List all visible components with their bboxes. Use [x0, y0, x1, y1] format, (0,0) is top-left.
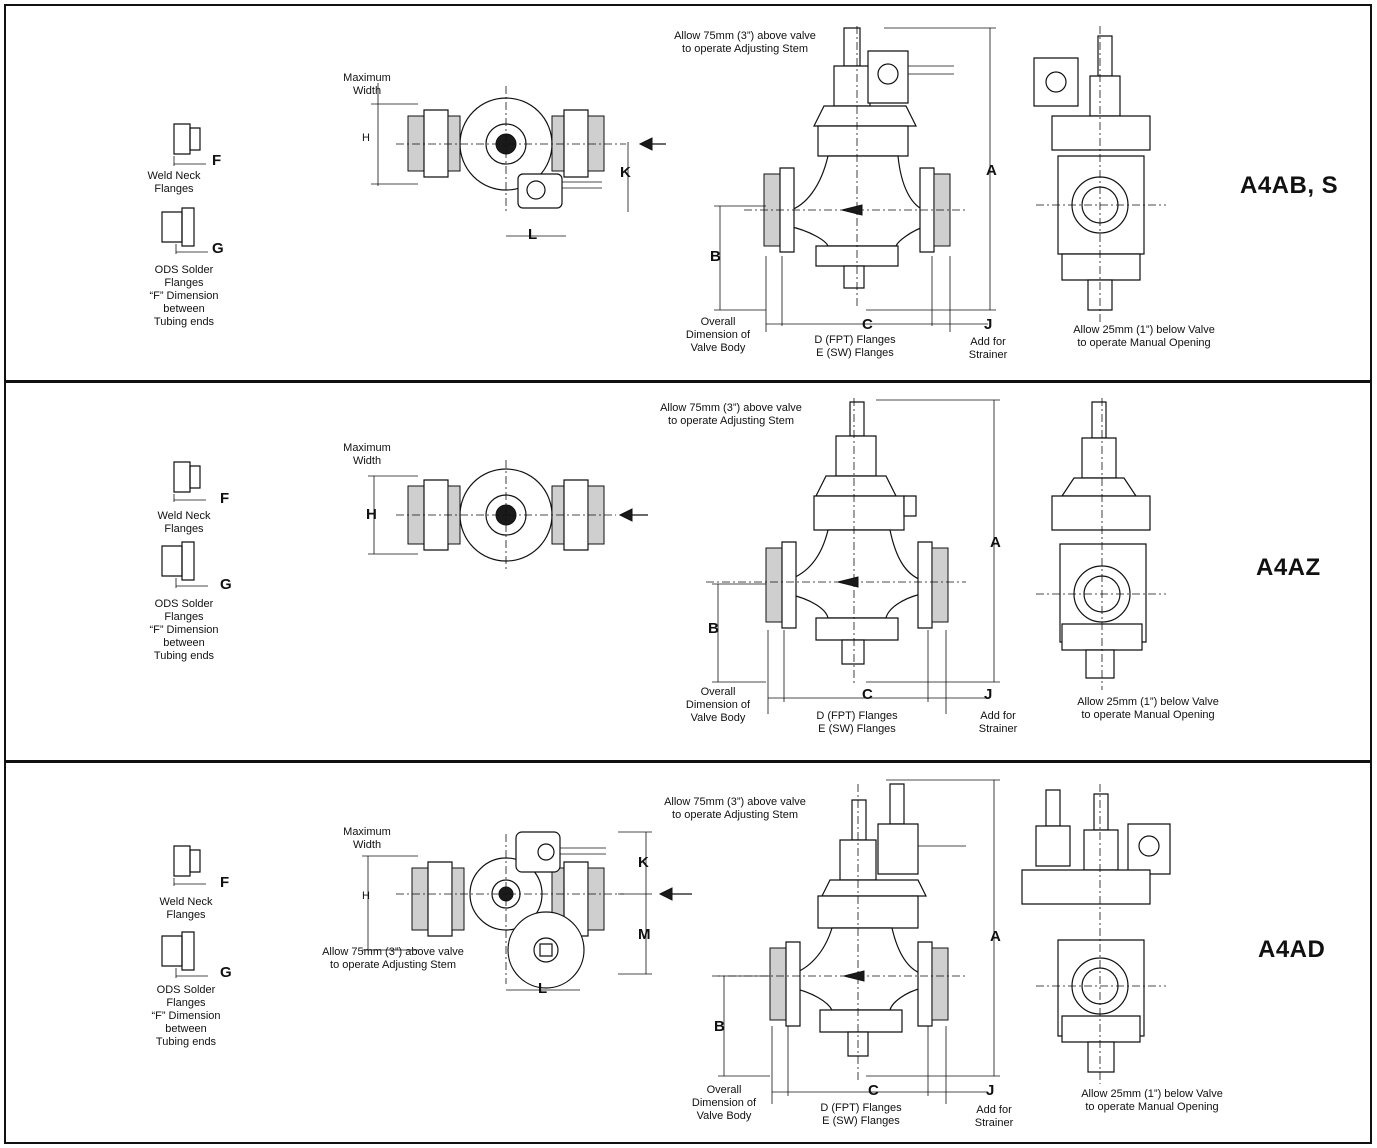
dim-k: K [638, 854, 649, 871]
panel-drawing [6, 764, 1370, 1142]
dim-c: C [862, 316, 873, 333]
dim-b: B [708, 620, 719, 637]
dim-f: F [220, 490, 230, 507]
panel-drawing [6, 6, 1370, 380]
allow-above-note: Allow 75mm (3”) above valve to operate A… [664, 796, 806, 821]
strainer-label: Add for Strainer [978, 710, 1018, 735]
dim-b: B [714, 1018, 725, 1035]
dim-l: L [538, 980, 548, 997]
allow-below-note: Allow 25mm (1”) below Valve to operate M… [1073, 324, 1215, 349]
end-view-drawing [1022, 784, 1170, 1084]
flanges-label: D (FPT) Flanges E (SW) Flanges [820, 1102, 902, 1127]
model-name: A4AD [1258, 936, 1326, 963]
allow-above-note: Allow 75mm (3”) above valve to operate A… [660, 402, 802, 427]
dim-k: K [620, 164, 631, 181]
dim-h: H [362, 132, 370, 144]
strainer-label: Add for Strainer [968, 336, 1008, 361]
panel-a4ad: Weld Neck Flanges F G ODS Solder Flanges… [6, 764, 1370, 1142]
panel-a4abs: Weld Neck Flanges F G ODS Solder Flanges… [6, 6, 1370, 380]
dim-h: H [366, 506, 377, 523]
dim-j: J [984, 686, 993, 703]
top-view-drawing [371, 83, 666, 236]
dim-g: G [212, 240, 224, 257]
dim-j: J [984, 316, 993, 333]
drawing-frame [4, 4, 1372, 1144]
end-view-drawing [1036, 398, 1166, 690]
ods-solder-flange-icon [162, 208, 208, 254]
overall-dimension-label: Overall Dimension of Valve Body [685, 316, 751, 354]
ods-label: ODS Solder Flanges “F” Dimension between… [149, 598, 219, 662]
allow-below-note: Allow 25mm (1”) below Valve to operate M… [1081, 1088, 1223, 1113]
dim-c: C [868, 1082, 879, 1099]
flanges-label: D (FPT) Flanges E (SW) Flanges [816, 710, 898, 735]
dim-l: L [528, 226, 538, 243]
top-view-drawing [368, 460, 648, 570]
overall-dimension-label: Overall Dimension of Valve Body [691, 1084, 757, 1122]
dim-m: M [638, 926, 651, 943]
overall-dimension-label: Overall Dimension of Valve Body [685, 686, 751, 724]
top-view-drawing [362, 832, 692, 990]
weld-neck-label: Weld Neck Flanges [159, 896, 213, 921]
weld-neck-flange-icon [174, 124, 206, 166]
dim-a: A [990, 928, 1001, 945]
strainer-label: Add for Strainer [974, 1104, 1014, 1129]
weld-neck-label: Weld Neck Flanges [157, 510, 211, 535]
side-view-drawing [714, 26, 996, 332]
dim-b: B [710, 248, 721, 265]
dim-g: G [220, 964, 232, 981]
panel-drawing [6, 384, 1370, 758]
max-width-label: Maximum Width [343, 826, 391, 851]
dim-c: C [862, 686, 873, 703]
panel-divider [6, 760, 1370, 763]
dim-h: H [362, 890, 370, 902]
weld-neck-flange-icon [174, 462, 206, 502]
weld-neck-flange-icon [174, 846, 206, 886]
top-view-allow-above-note: Allow 75mm (3”) above valve to operate A… [322, 946, 464, 971]
side-view-drawing [712, 780, 1000, 1104]
weld-neck-label: Weld Neck Flanges [147, 170, 201, 195]
max-width-label: Maximum Width [343, 442, 391, 467]
max-width-label: Maximum Width [343, 72, 391, 97]
dim-g: G [220, 576, 232, 593]
dim-f: F [212, 152, 222, 169]
dim-j: J [986, 1082, 995, 1099]
panel-a4az: Weld Neck Flanges F G ODS Solder Flanges… [6, 384, 1370, 758]
allow-below-note: Allow 25mm (1”) below Valve to operate M… [1077, 696, 1219, 721]
ods-solder-flange-icon [162, 542, 208, 588]
dim-a: A [990, 534, 1001, 551]
model-name: A4AB, S [1240, 172, 1339, 199]
model-name: A4AZ [1256, 554, 1321, 581]
dim-a: A [986, 162, 997, 179]
panel-divider [6, 380, 1370, 383]
ods-label: ODS Solder Flanges “F” Dimension between… [149, 264, 219, 328]
ods-solder-flange-icon [162, 932, 208, 978]
flanges-label: D (FPT) Flanges E (SW) Flanges [814, 334, 896, 359]
side-view-drawing [706, 398, 1000, 714]
allow-above-note: Allow 75mm (3”) above valve to operate A… [674, 30, 816, 55]
dim-f: F [220, 874, 230, 891]
ods-label: ODS Solder Flanges “F” Dimension between… [151, 984, 221, 1048]
end-view-drawing [1034, 26, 1166, 324]
